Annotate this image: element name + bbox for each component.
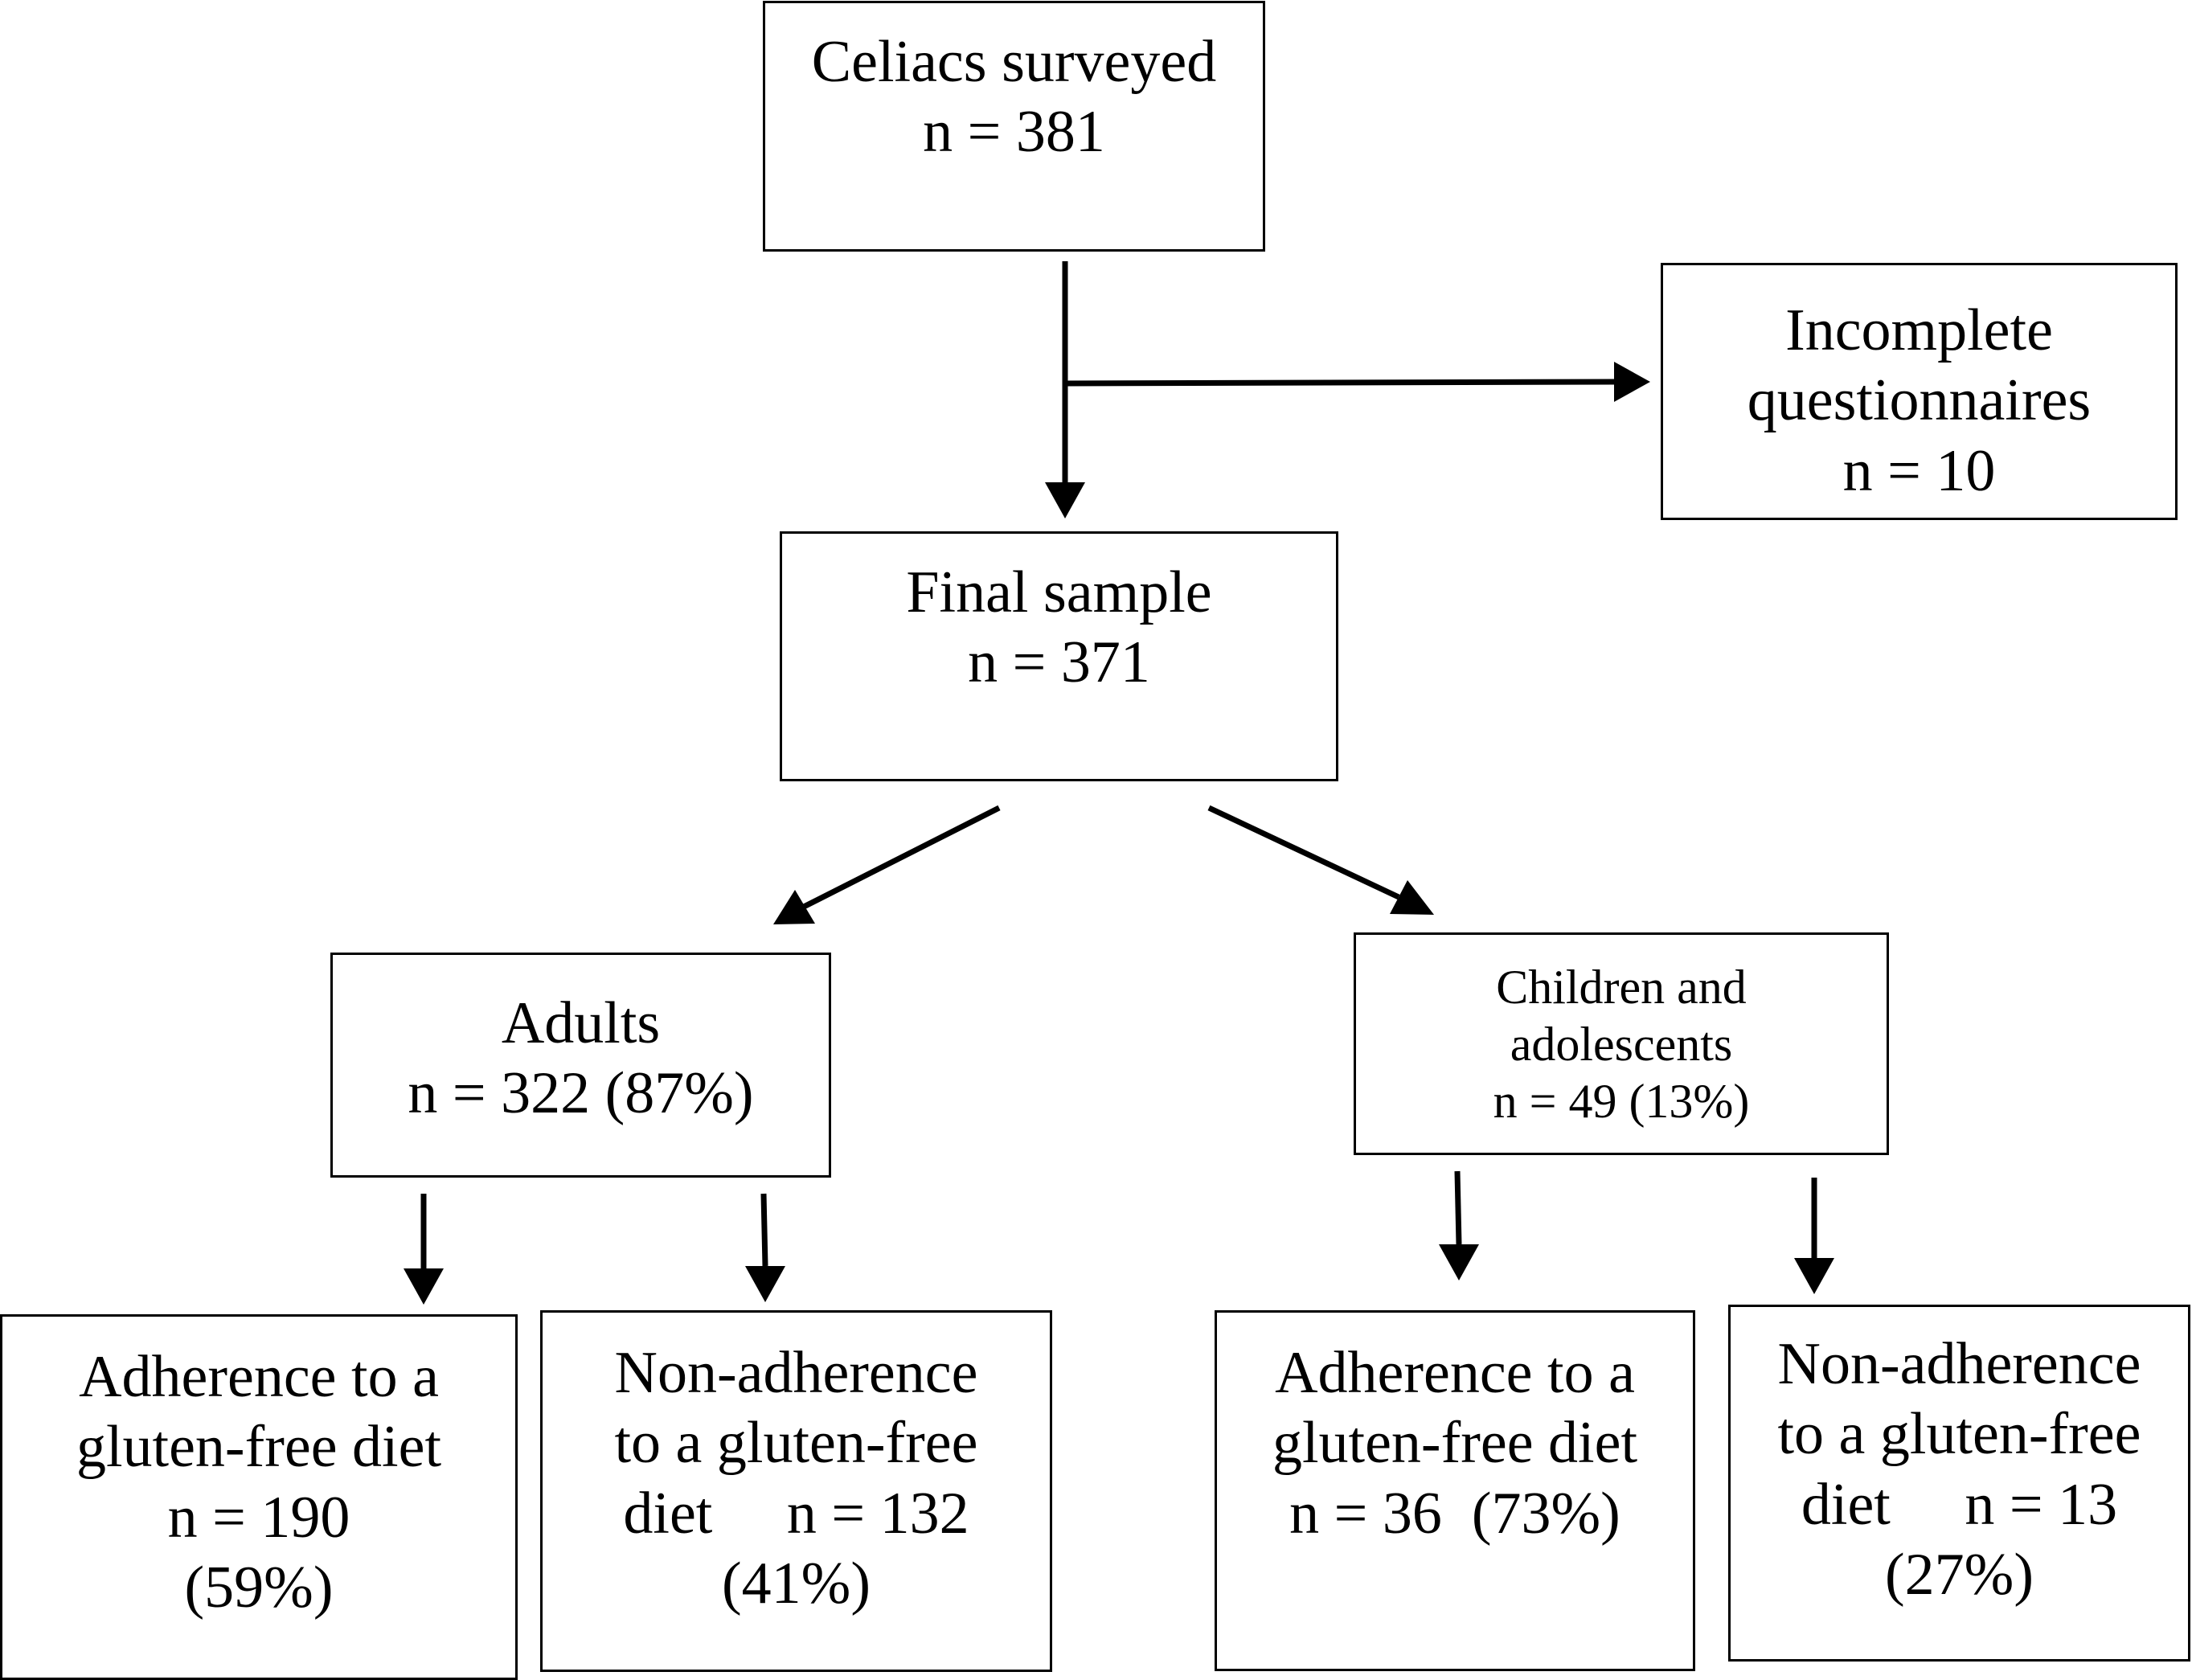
adults-box: Adults n = 322 (87%) <box>330 953 831 1178</box>
adults-title: Adults <box>501 990 661 1056</box>
children-adherence-count: n = 36 (73%) <box>1289 1480 1620 1547</box>
arrowhead-final <box>1045 482 1085 518</box>
adults-adherence-count: n = 190 <box>167 1484 350 1551</box>
arrowhead-children-adherence <box>1439 1244 1479 1280</box>
surveyed-box: Celiacs surveyed n = 381 <box>763 1 1265 252</box>
arrow-final-to-children <box>1207 805 1400 900</box>
surveyed-count: n = 381 <box>923 99 1105 166</box>
adults-nonadherence-count: diet n = 132 <box>623 1480 969 1547</box>
children-nonadherence-percent: (27%) <box>1885 1541 2034 1608</box>
final-sample-box: Final sample n = 371 <box>780 531 1338 781</box>
arrow-adults-to-nonadherence <box>760 1193 768 1267</box>
children-count: n = 49 (13%) <box>1493 1074 1750 1128</box>
children-adherence-line-2: gluten-free diet <box>1272 1410 1638 1477</box>
adults-nonadherence-line-2: to a gluten-free <box>614 1410 978 1477</box>
final-count: n = 371 <box>968 629 1150 696</box>
incomplete-title-1: Incomplete <box>1785 297 2053 363</box>
children-nonadherence-line-1: Non-adherence <box>1777 1331 2141 1397</box>
surveyed-title: Celiacs surveyed <box>811 29 1217 95</box>
arrowhead-children-nonadherence <box>1794 1258 1834 1294</box>
adults-nonadherence-box: Non-adherence to a gluten-free diet n = … <box>540 1310 1052 1672</box>
children-box: Children and adolescents n = 49 (13%) <box>1354 932 1889 1155</box>
adults-count: n = 322 (87%) <box>408 1060 754 1127</box>
adults-adherence-line-2: gluten-free diet <box>76 1414 442 1481</box>
arrow-children-to-adherence <box>1454 1170 1462 1245</box>
arrow-to-incomplete <box>1064 379 1615 387</box>
children-nonadherence-line-2: to a gluten-free <box>1777 1401 2141 1468</box>
incomplete-box: Incomplete questionnaires n = 10 <box>1661 263 2178 520</box>
children-title-1: Children and <box>1496 961 1747 1014</box>
children-nonadherence-count: diet n = 13 <box>1801 1471 2118 1538</box>
arrowhead-children <box>1390 880 1434 915</box>
incomplete-title-2: questionnaires <box>1747 367 2092 434</box>
children-title-2: adolescents <box>1510 1017 1733 1071</box>
incomplete-count: n = 10 <box>1842 437 1996 504</box>
arrowhead-adults-adherence <box>404 1268 444 1305</box>
children-nonadherence-box: Non-adherence to a gluten-free diet n = … <box>1728 1305 2190 1662</box>
adults-adherence-box: Adherence to a gluten-free diet n = 190 … <box>0 1314 518 1680</box>
final-title: Final sample <box>906 559 1212 625</box>
arrowhead-adults <box>773 890 815 924</box>
adults-nonadherence-line-1: Non-adherence <box>614 1340 978 1406</box>
children-adherence-line-1: Adherence to a <box>1275 1340 1635 1406</box>
adults-adherence-percent: (59%) <box>184 1554 334 1621</box>
children-adherence-box: Adherence to a gluten-free diet n = 36 (… <box>1215 1310 1695 1671</box>
arrowhead-adults-nonadherence <box>745 1266 785 1302</box>
arrowhead-incomplete <box>1614 362 1650 402</box>
adults-nonadherence-percent: (41%) <box>722 1550 871 1616</box>
arrow-final-to-adults <box>802 805 1001 910</box>
adults-adherence-line-1: Adherence to a <box>79 1344 439 1410</box>
